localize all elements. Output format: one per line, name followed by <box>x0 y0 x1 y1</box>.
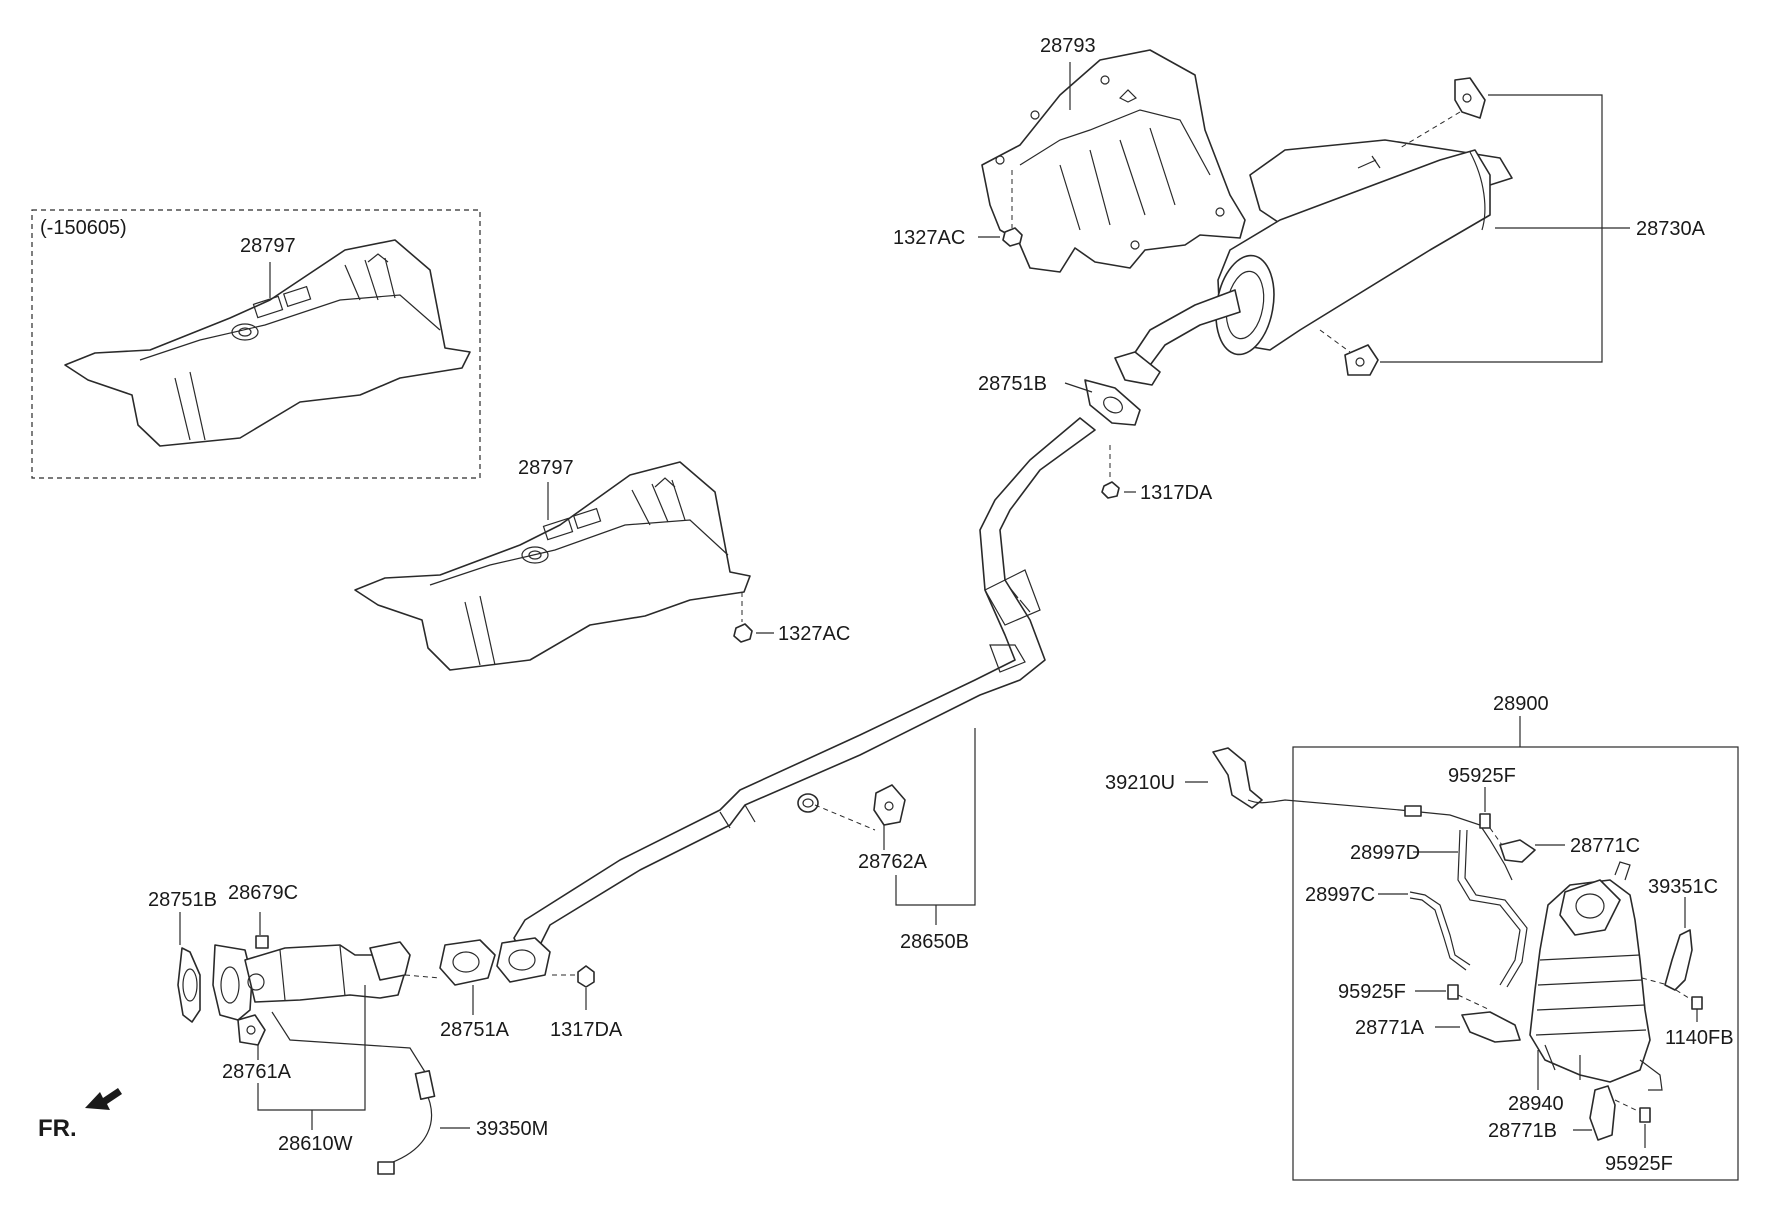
label-1317da-rear: 1317DA <box>1140 482 1213 504</box>
catalyst-assembly-box <box>1292 746 1739 1181</box>
hanger-28762a <box>873 784 906 826</box>
label-28762a: 28762A <box>858 851 928 873</box>
label-95925f-mid: 95925F <box>1338 981 1406 1003</box>
label-28771a: 28771A <box>1355 1017 1425 1039</box>
bracket-39351c <box>1664 929 1693 991</box>
label-28610w: 28610W <box>278 1133 353 1155</box>
front-direction-indicator: FR. <box>38 1088 122 1142</box>
gasket-28751b-rear <box>1084 379 1141 426</box>
label-28771b: 28771B <box>1488 1120 1557 1142</box>
gasket-28751a <box>439 939 496 986</box>
gasket-front-flange-hole <box>508 949 536 971</box>
bracket-28771c <box>1499 839 1536 863</box>
nut-1317da-front <box>577 965 595 988</box>
muffler-drawing <box>1114 139 1513 386</box>
label-28940: 28940 <box>1508 1093 1564 1115</box>
bracket-28771b <box>1589 1085 1616 1141</box>
label-28751b-rear: 28751B <box>978 373 1047 395</box>
dash-front-pipe-bolts <box>404 974 441 979</box>
heat-shield-variant-drawing <box>64 239 471 447</box>
label-28771c: 28771C <box>1570 835 1640 857</box>
label-28730a: 28730A <box>1636 218 1706 240</box>
dash-28771c <box>1489 827 1503 846</box>
dash-39351c <box>1641 977 1669 986</box>
label-95925f-top: 95925F <box>1448 765 1516 787</box>
o2-sensor-rear-connector <box>377 1161 395 1175</box>
front-direction-label: FR. <box>38 1115 77 1142</box>
bolt-95925f-top <box>1479 813 1491 829</box>
bolt-95925f-bottom <box>1639 1107 1651 1123</box>
label-39351c: 39351C <box>1648 876 1718 898</box>
label-1327ac-mid: 1327AC <box>778 623 850 645</box>
pipe-28997d-inner <box>1464 829 1528 988</box>
dash-95925f-bottom <box>1614 1099 1641 1113</box>
clip-28679c <box>255 935 269 949</box>
label-28751a: 28751A <box>440 1019 510 1041</box>
pipe-28997c <box>1409 891 1471 966</box>
label-39210u: 39210U <box>1105 772 1175 794</box>
gasket-front-flange <box>496 937 551 983</box>
pipe-hanger-ring <box>797 793 819 813</box>
label-1327ac-top: 1327AC <box>893 227 965 249</box>
label-28650b: 28650B <box>900 931 969 953</box>
label-28797-main: 28797 <box>518 457 574 479</box>
leader-28751b-rear <box>1064 382 1093 393</box>
variant-box: (-150605) 28797 <box>31 209 481 479</box>
label-28751b-front: 28751B <box>148 889 217 911</box>
heat-shield-upper-drawing <box>981 49 1246 273</box>
label-39350m: 39350M <box>476 1118 548 1140</box>
muffler-hanger-bottom-hole <box>1355 357 1365 367</box>
leader-28650b-bracket <box>895 728 976 906</box>
hanger-28761a-hole <box>246 1025 256 1035</box>
bolt-95925f-mid <box>1447 984 1459 1000</box>
label-28797-variant: 28797 <box>240 235 296 257</box>
gasket-28751b-rear-hole <box>1103 396 1123 414</box>
label-28997d: 28997D <box>1350 842 1420 864</box>
muffler-hanger-bottom <box>1344 344 1379 376</box>
label-28997c: 28997C <box>1305 884 1375 906</box>
label-28793: 28793 <box>1040 35 1096 57</box>
gasket-28751b-front <box>177 947 201 1023</box>
muffler-hanger-top-hole <box>1462 93 1472 103</box>
variant-dashed-border <box>31 209 481 479</box>
label-28900: 28900 <box>1493 693 1549 715</box>
pipe-28997c-inner <box>1409 897 1467 971</box>
hanger-28762a-hole <box>884 801 894 811</box>
dash-28762a <box>814 804 876 831</box>
dash-1140fb <box>1675 989 1693 1001</box>
front-arrow-icon <box>85 1088 122 1110</box>
leader-28610w-bracket <box>257 985 366 1111</box>
label-28679c: 28679C <box>228 882 298 904</box>
dash-muffler-top <box>1399 111 1461 149</box>
nut-1317da-rear <box>1101 481 1120 499</box>
pipe-hanger-ring-inner <box>802 798 814 808</box>
o2-sensor-front-plug <box>1404 805 1422 817</box>
label-95925f-bottom: 95925F <box>1605 1153 1673 1175</box>
variant-note: (-150605) <box>40 217 127 239</box>
gasket-28751a-hole <box>452 951 480 973</box>
label-1317da-front: 1317DA <box>550 1019 623 1041</box>
label-28761a: 28761A <box>222 1061 292 1083</box>
hanger-28761a <box>237 1014 266 1046</box>
nut-1327ac-mid <box>733 623 753 643</box>
dash-95925f-mid <box>1457 994 1491 1011</box>
bolt-1140fb <box>1691 996 1703 1010</box>
o2-sensor-rear-body <box>414 1070 436 1100</box>
nut-1327ac-top <box>1002 227 1023 247</box>
o2-sensor-front-connector <box>1212 747 1263 809</box>
bracket-28771a <box>1461 1011 1521 1043</box>
dash-muffler-bottom <box>1319 329 1351 353</box>
muffler-hanger-top <box>1454 77 1486 119</box>
label-1140fb: 1140FB <box>1665 1027 1734 1049</box>
heat-shield-main-drawing <box>354 461 751 671</box>
pipe-28997d <box>1457 829 1521 986</box>
o2-sensor-front-wire <box>1247 799 1513 881</box>
front-pipe-drawing <box>177 935 411 1046</box>
catalytic-converter-drawing <box>1529 861 1663 1091</box>
